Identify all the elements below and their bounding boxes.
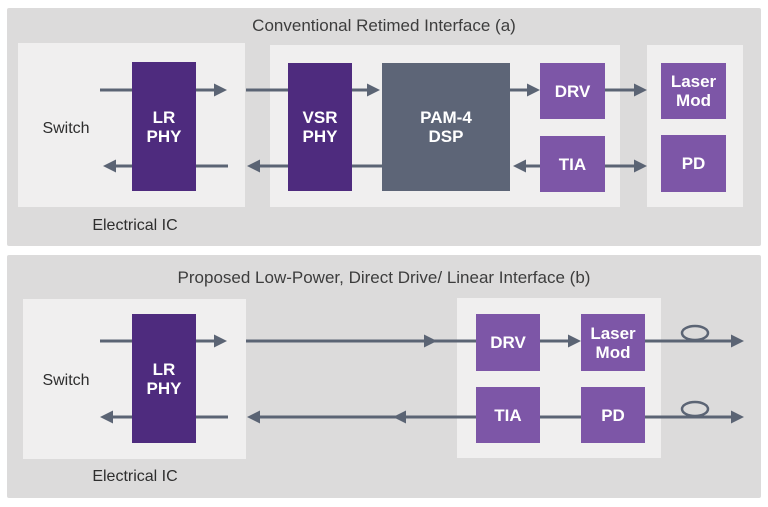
arrow-lasermod-fiber-out-b: [645, 324, 744, 348]
block-vsr-phy-a: VSR PHY: [288, 63, 352, 191]
fiber-coil-icon: [680, 324, 710, 342]
panel-conventional-title: Conventional Retimed Interface (a): [252, 16, 516, 35]
block-pam4-dsp-a: PAM-4 DSP: [382, 63, 510, 191]
block-drv-a: DRV: [540, 63, 605, 119]
electrical-ic-box-a: [18, 43, 245, 207]
arrow-tia-to-dsp-return-a: [513, 159, 540, 173]
block-lr-phy-b: LR PHY: [132, 314, 196, 443]
arrow-pd-fiber-out-b: [645, 400, 744, 424]
switch-label-a: Switch: [42, 120, 90, 137]
arrow-drv-to-lasermod-a: [605, 83, 647, 97]
block-drv-b: DRV: [476, 314, 540, 371]
electrical-ic-label-a: Electrical IC: [92, 217, 178, 234]
fiber-coil-icon: [680, 400, 710, 418]
arrow-lrphy-to-drv-b: [246, 334, 477, 348]
arrow-drv-to-lasermod-b: [540, 334, 581, 348]
arrow-tia-to-lrphy-return-b: [247, 410, 476, 424]
block-laser-mod-b: Laser Mod: [581, 314, 645, 371]
arrow-layer-b: [100, 324, 744, 424]
arrow-dsp-to-drv-a: [510, 83, 540, 97]
block-lr-phy-a: LR PHY: [132, 62, 196, 191]
block-pd-b: PD: [581, 387, 645, 443]
block-pd-a: PD: [661, 135, 726, 192]
panel-proposed: Proposed Low-Power, Direct Drive/ Linear…: [7, 255, 761, 498]
panel-conventional: Conventional Retimed Interface (a): [7, 8, 761, 246]
block-tia-a: TIA: [540, 136, 605, 192]
panel-proposed-title: Proposed Low-Power, Direct Drive/ Linear…: [177, 268, 591, 287]
block-laser-mod-a: Laser Mod: [661, 63, 726, 119]
switch-label-b: Switch: [42, 372, 90, 389]
arrow-tia-to-pd-a: [605, 159, 647, 173]
block-tia-b: TIA: [476, 387, 540, 443]
electrical-ic-label-b: Electrical IC: [92, 468, 178, 485]
